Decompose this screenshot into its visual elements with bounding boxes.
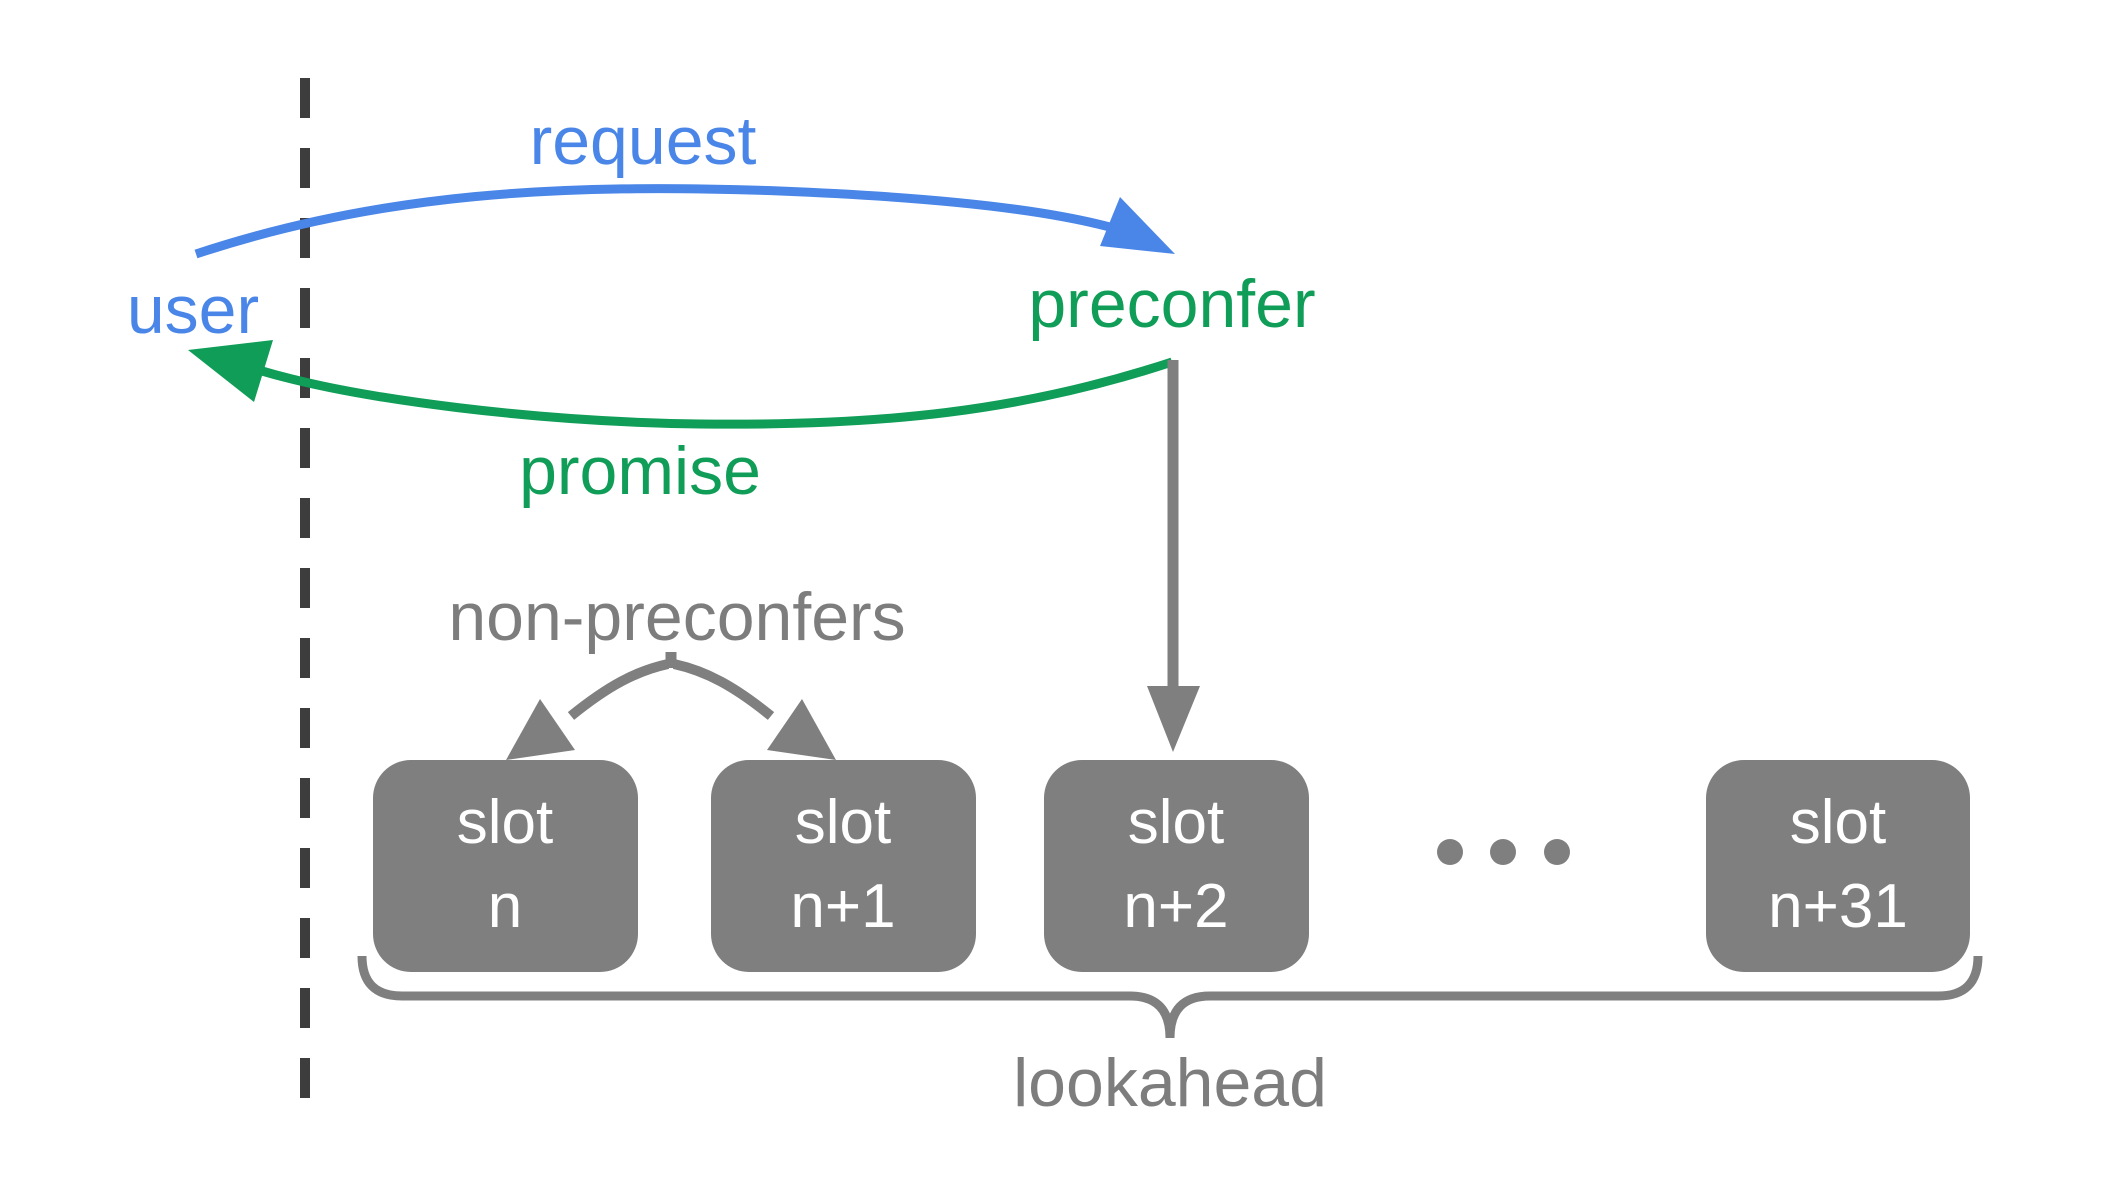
request-arrow-curve — [194, 184, 1152, 259]
request-label: request — [530, 103, 757, 179]
slot-n31-line2: n+31 — [1768, 872, 1908, 941]
slot-n-rect — [373, 760, 638, 972]
user-label: user — [127, 272, 259, 348]
ellipsis-dot-2 — [1490, 839, 1516, 865]
request-arrow — [194, 184, 1175, 259]
slot-n-line2: n — [488, 872, 522, 941]
slot-n2-line2: n+2 — [1123, 872, 1228, 941]
slot-n2-rect — [1044, 760, 1309, 972]
slot-n2-line1: slot — [1128, 788, 1224, 857]
preconfer-to-slot-arrow — [1147, 360, 1200, 752]
non-preconfers-label: non-preconfers — [448, 579, 905, 655]
fork-left-arrowhead-icon — [506, 699, 575, 760]
request-arrowhead-icon — [1100, 197, 1175, 254]
slot-n1-line1: slot — [795, 788, 891, 857]
slot-n31-box: slot n+31 — [1706, 760, 1970, 972]
preconfer-label: preconfer — [1028, 266, 1315, 342]
promise-arrow — [188, 340, 1174, 429]
ellipsis-dot-3 — [1544, 839, 1570, 865]
lookahead-label: lookahead — [1013, 1045, 1327, 1121]
fork-right-arrowhead-icon — [767, 699, 836, 760]
non-preconfers-fork-arrow — [506, 652, 836, 760]
promise-label: promise — [519, 433, 761, 509]
fork-right-branch — [672, 659, 775, 720]
slot-n-box: slot n — [373, 760, 638, 972]
down-arrowhead-icon — [1147, 686, 1200, 752]
slot-n1-line2: n+1 — [790, 872, 895, 941]
promise-arrowhead-icon — [188, 340, 273, 402]
ellipsis-dot-1 — [1437, 839, 1463, 865]
promise-arrow-curve — [260, 357, 1174, 429]
fork-left-branch — [567, 659, 670, 720]
lookahead-brace — [357, 955, 1983, 1039]
slot-n1-rect — [711, 760, 976, 972]
slot-n1-box: slot n+1 — [711, 760, 976, 972]
slot-n31-line1: slot — [1790, 788, 1886, 857]
slot-n-line1: slot — [457, 788, 553, 857]
slot-n2-box: slot n+2 — [1044, 760, 1309, 972]
ellipsis-dots-icon — [1437, 839, 1570, 865]
slot-n31-rect — [1706, 760, 1970, 972]
